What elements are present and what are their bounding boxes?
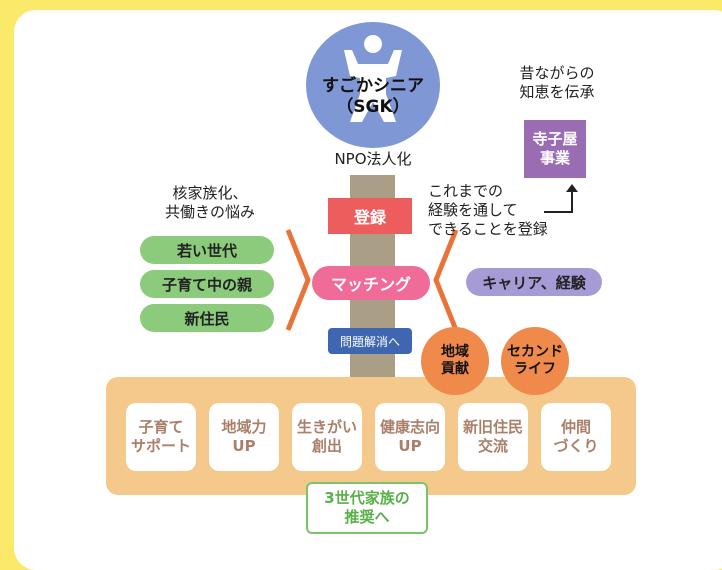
register-box: 登録 — [328, 198, 412, 234]
problem-solve-box: 問題解消へ — [328, 328, 412, 354]
right-caption: これまでの 経験を通して できることを登録 — [428, 182, 548, 238]
right-bracket-shape — [433, 229, 459, 331]
outcome-tile-health: 健康志向 UP — [375, 403, 445, 471]
npo-status-label: NPO法人化 — [334, 150, 412, 168]
outcome-tile-community-power: 地域力 UP — [209, 403, 279, 471]
group-pill-young: 若い世代 — [140, 236, 274, 264]
three-generation-label: 3世代家族の 推奨へ — [306, 482, 428, 534]
up-arrow-icon — [544, 184, 578, 213]
badge-second-life: セカンド ライフ — [501, 327, 569, 395]
left-caption: 核家族化、 共働きの悩み — [164, 184, 255, 221]
outcome-tile-resident-exchange: 新旧住民 交流 — [458, 403, 528, 471]
tradition-caption: 昔ながらの 知恵を伝承 — [519, 64, 595, 101]
group-pill-parents: 子育て中の親 — [140, 270, 274, 298]
matching-pill: マッチング — [312, 266, 430, 300]
person-icon — [344, 35, 402, 122]
outcome-tile-friends: 仲間 づくり — [541, 403, 611, 471]
organization-name: すごかシニア （SGK） — [322, 76, 424, 118]
terakoya-box: 寺子屋 事業 — [524, 120, 586, 178]
outcome-tile-purpose: 生きがい 創出 — [292, 403, 362, 471]
career-pill: キャリア、経験 — [466, 268, 602, 296]
senior-figure-circle: すごかシニア （SGK） — [306, 22, 440, 148]
group-pill-new-residents: 新住民 — [140, 304, 274, 332]
badge-community-contribution: 地域 貢献 — [421, 327, 489, 395]
left-bracket-shape — [285, 229, 311, 331]
outcome-tile-childcare: 子育て サポート — [126, 403, 196, 471]
